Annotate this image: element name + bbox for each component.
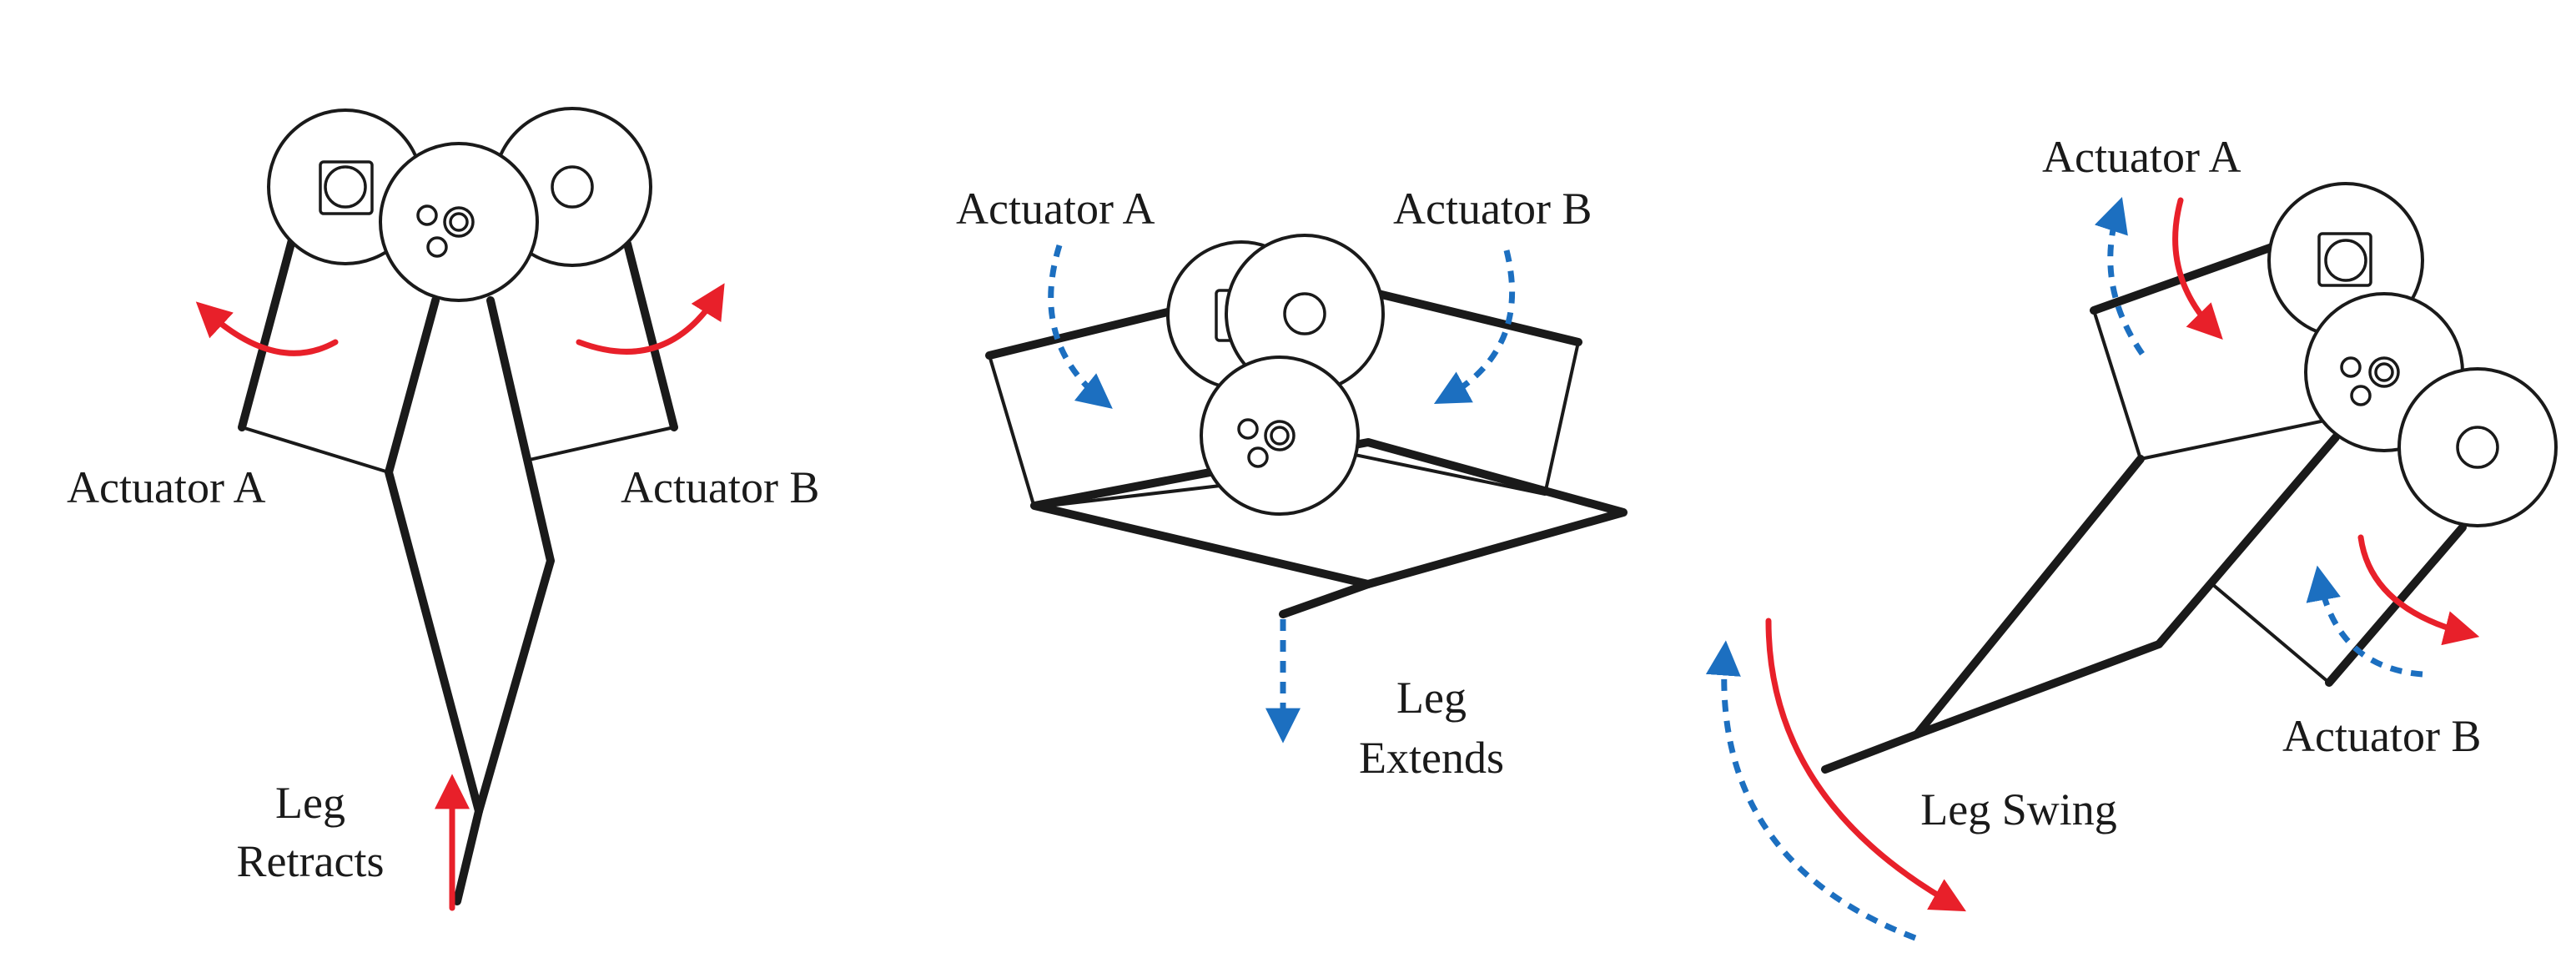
hip-joint-hole [1247,446,1269,468]
actuator-a-rotation-arrow [195,301,339,356]
hip-joint-pin-inner [2374,362,2394,382]
leg-label-line1: Leg [1396,673,1467,723]
actuator-a-red-arrow [2172,197,2223,340]
actuator-b-rotation-arrow [576,283,725,355]
actuator-b-blue-arrow [2306,565,2423,678]
leg-label-line1: Leg [275,778,345,828]
actuator-b-housing [2211,523,2467,687]
actuator-a-blue-arrow [2094,197,2145,355]
actuator-a-shaft [2324,239,2367,282]
leg-swing-red-arrow [1765,618,1967,912]
hip-joint-pin-inner [449,212,469,232]
hip-joint-hole [416,204,438,226]
leg-shank [1279,580,1372,618]
actuator-b-label: Actuator B [1393,184,1592,234]
hip-joint-hole [2340,356,2362,378]
leg-label-line2: Extends [1359,733,1504,783]
leg-swing-label: Leg Swing [1920,784,2117,835]
actuator-b-label: Actuator B [2282,711,2481,761]
leg-linkage-b [475,296,555,815]
actuator-b-shaft [1283,292,1326,335]
leg-linkage [385,296,483,905]
actuator-b-shaft [551,165,594,209]
hip-joint-pin-inner [1270,426,1290,446]
actuator-a-label: Actuator A [67,462,265,512]
actuator-b-rotation-arrow [1433,250,1515,405]
actuator-b-housing [524,240,678,462]
actuator-a-rotation-arrow [1048,244,1113,409]
hip-joint-hole [2350,385,2372,406]
actuator-b-label: Actuator B [621,462,819,512]
actuator-a-shaft [324,165,367,209]
leg-linkage [1821,455,2145,774]
leg-label-line2: Retracts [237,836,385,886]
panel-leg-retracts: Actuator A Actuator B Leg Retracts [67,107,819,911]
actuator-a-label: Actuator A [956,184,1155,234]
hip-joint-hole [426,236,448,258]
actuator-b-red-arrow [2357,534,2480,646]
leg-swing-blue-arrow [1705,640,1917,941]
actuator-b-shaft [2456,426,2499,469]
panel-leg-swing: Actuator A Actuator B Leg Swing [1705,132,2558,941]
hip-joint-hole [1237,418,1259,440]
actuator-a-label: Actuator A [2042,132,2241,182]
panel-leg-extends: Actuator A Actuator B Leg Extends [956,184,1628,783]
leg-linkage-b [1913,433,2340,739]
